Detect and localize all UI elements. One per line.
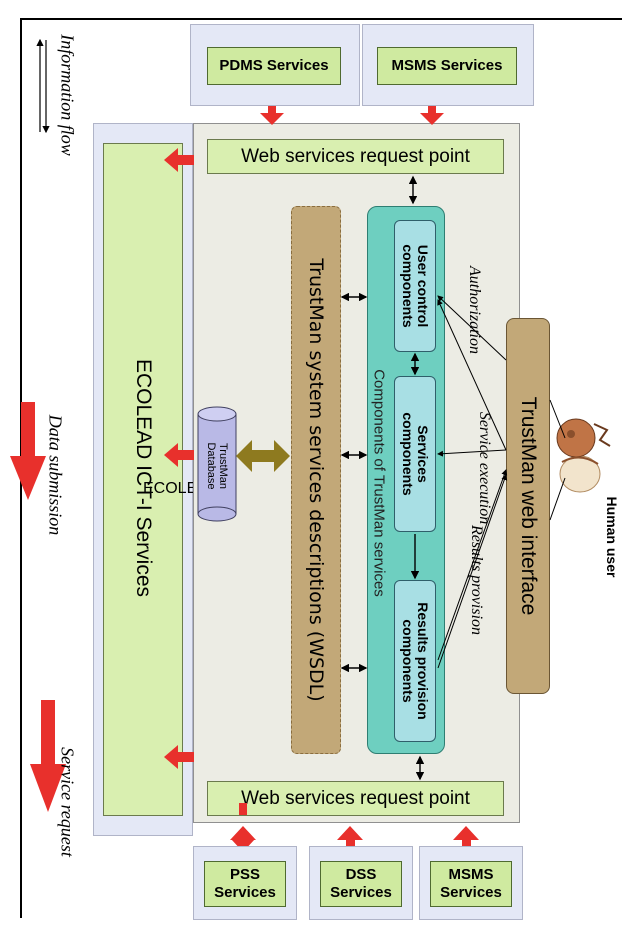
service-label: PSS Services: [204, 861, 286, 907]
database-label-text: TrustMan Database: [205, 442, 229, 490]
web-interface-label: TrustMan web interface: [517, 396, 540, 616]
results-provision-flow-label: Results provision: [468, 524, 485, 636]
components-group-label: Components of TrustMan services: [370, 369, 388, 597]
results-provision-components: [394, 580, 436, 742]
user-control-components: [394, 220, 436, 352]
web-interface-box: [506, 318, 550, 694]
dss-services-bottom: DSS Services: [309, 846, 413, 920]
services-components: [394, 376, 436, 532]
left-red-arrows: [164, 148, 194, 769]
frame-top-line: [20, 18, 622, 20]
information-flow-label: Information flow: [57, 34, 78, 156]
data-submission-arrow: [10, 402, 46, 500]
service-label: PDMS Services: [207, 47, 341, 85]
main-panel: [193, 123, 520, 823]
msms-services-bottom: MSMS Services: [419, 846, 523, 920]
service-label: MSMS Services: [377, 47, 517, 85]
user-control-label: User control components: [400, 244, 431, 328]
db-wsdl-double-arrow: [236, 440, 290, 472]
pss-services-bottom: PSS Services: [193, 846, 297, 920]
ecolead-ict-services-box: [103, 143, 183, 816]
request-point-top: Web services request point: [207, 139, 504, 174]
human-user-label: Human user: [604, 496, 620, 578]
request-point-bottom: Web services request point: [207, 781, 504, 816]
top-red-arrows: [260, 106, 444, 125]
system-descriptions-label: TrustMan system services descriptions (W…: [305, 258, 327, 702]
pdms-services-top: PDMS Services: [190, 24, 360, 106]
service-request-label: Service request: [57, 747, 78, 857]
results-provision-label: Results provision components: [400, 602, 431, 720]
msms-services-top: MSMS Services: [362, 24, 534, 106]
services-components-label: Services components: [400, 412, 431, 496]
service-request-arrow: [30, 700, 66, 812]
data-submission-label: Data submission: [45, 414, 66, 536]
service-label: DSS Services: [320, 861, 402, 907]
service-label: MSMS Services: [430, 861, 512, 907]
system-descriptions-box: [291, 206, 341, 754]
authorization-label: Authorization: [466, 265, 483, 355]
ecolead-label-text: ECOLEAD ICT-I Services: [132, 358, 155, 598]
